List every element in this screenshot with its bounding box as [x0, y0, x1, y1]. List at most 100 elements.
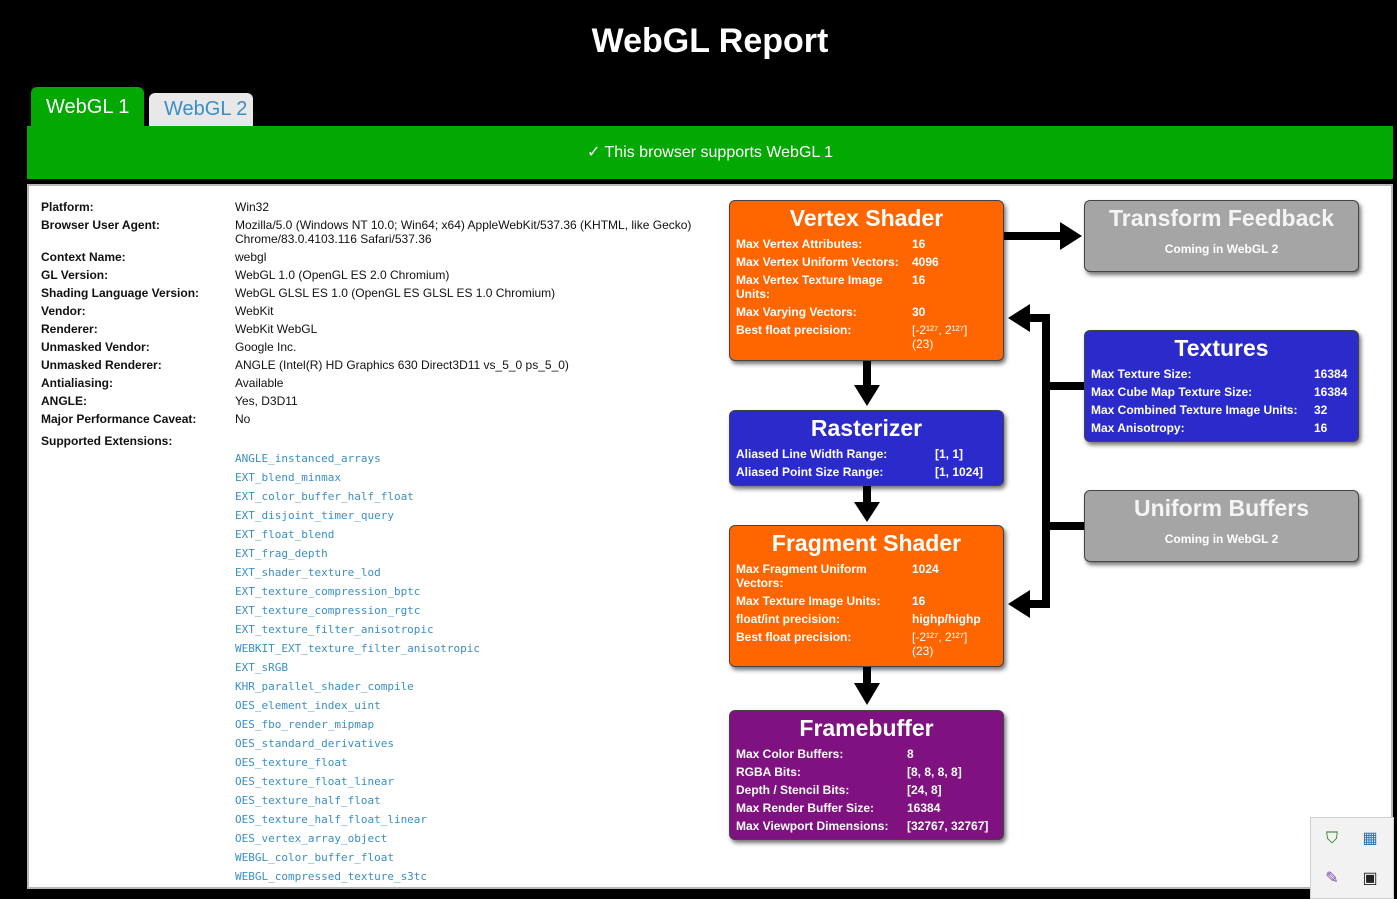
info-value-angle: Yes, D3D11	[235, 394, 298, 408]
fragment-key: Max Texture Image Units:	[736, 594, 881, 608]
info-label-performance-caveat: Major Performance Caveat:	[41, 412, 197, 426]
textures-key: Max Cube Map Texture Size:	[1091, 385, 1253, 399]
textures-title: Textures	[1174, 335, 1269, 361]
textures-value: 16384	[1314, 385, 1348, 399]
vertex-key: Max Vertex Attributes:	[736, 237, 863, 251]
info-label-unmasked-vendor: Unmasked Vendor:	[41, 340, 150, 354]
fragment-key: Best float precision:	[736, 630, 852, 644]
uniform-buffers-title: Uniform Buffers	[1133, 495, 1310, 521]
info-label-user-agent: Browser User Agent:	[41, 218, 160, 232]
info-label-antialiasing: Antialiasing:	[41, 376, 114, 390]
framebuffer-key: RGBA Bits:	[736, 765, 801, 779]
extension-link[interactable]: OES_texture_half_float_linear	[235, 813, 428, 826]
extension-link[interactable]: EXT_texture_filter_anisotropic	[235, 623, 434, 636]
framebuffer-value: 16384	[907, 801, 941, 815]
rasterizer-title: Rasterizer	[810, 415, 923, 441]
info-label-shading-language: Shading Language Version:	[41, 286, 200, 300]
extension-link[interactable]: EXT_shader_texture_lod	[235, 566, 381, 579]
vertex-key: Max Vertex Uniform Vectors:	[736, 255, 899, 269]
framebuffer-box: Framebuffer Max Color Buffers: 8 RGBA Bi…	[729, 710, 1004, 840]
extension-link[interactable]: ANGLE_instanced_arrays	[235, 452, 381, 465]
vertex-shader-box: Vertex Shader Max Vertex Attributes: 16 …	[729, 200, 1004, 361]
extension-link[interactable]: EXT_blend_minmax	[235, 471, 341, 484]
vertex-value: [-2¹²⁷, 2¹²⁷] (23)	[912, 323, 968, 351]
info-value-renderer: WebKit WebGL	[235, 322, 318, 336]
system-tray-popup: ⛉ ▦ ✎ ▣	[1310, 817, 1394, 899]
framebuffer-title: Framebuffer	[799, 715, 934, 741]
epic-games-icon[interactable]: ▣	[1362, 870, 1378, 887]
vertex-value: 16	[912, 237, 926, 251]
transform-feedback-note: Coming in WebGL 2	[1164, 242, 1279, 256]
framebuffer-value: [8, 8, 8, 8]	[907, 765, 962, 779]
info-value-user-agent: Mozilla/5.0 (Windows NT 10.0; Win64; x64…	[235, 218, 692, 246]
info-label-extensions: Supported Extensions:	[41, 434, 173, 448]
rasterizer-value: [1, 1024]	[935, 465, 984, 479]
extension-link[interactable]: EXT_sRGB	[235, 661, 288, 674]
info-label-vendor: Vendor:	[41, 304, 86, 318]
framebuffer-value: [24, 8]	[907, 783, 942, 797]
rasterizer-key: Aliased Point Size Range:	[736, 465, 884, 479]
framebuffer-value: 8	[907, 747, 914, 761]
rasterizer-value: [1, 1]	[935, 447, 964, 461]
textures-value: 32	[1314, 403, 1328, 417]
vertex-key: Max Varying Vectors:	[736, 305, 857, 319]
tab-webgl-2[interactable]: WebGL 2	[149, 93, 253, 126]
extension-link[interactable]: EXT_texture_compression_rgtc	[235, 604, 421, 617]
info-value-unmasked-renderer: ANGLE (Intel(R) HD Graphics 630 Direct3D…	[235, 358, 569, 372]
extension-link[interactable]: OES_vertex_array_object	[235, 832, 388, 845]
fragment-value: 16	[912, 594, 926, 608]
extension-link[interactable]: EXT_float_blend	[235, 528, 335, 541]
fragment-value: 1024	[912, 562, 939, 576]
textures-key: Max Anisotropy:	[1091, 421, 1185, 435]
info-value-gl-version: WebGL 1.0 (OpenGL ES 2.0 Chromium)	[235, 268, 450, 282]
network-icon[interactable]: ▦	[1362, 830, 1378, 847]
support-banner: ✓ This browser supports WebGL 1	[27, 126, 1393, 179]
extension-link[interactable]: WEBKIT_EXT_texture_filter_anisotropic	[235, 642, 481, 655]
framebuffer-key: Max Render Buffer Size:	[736, 801, 875, 815]
extension-link[interactable]: OES_fbo_render_mipmap	[235, 718, 375, 731]
info-label-context-name: Context Name:	[41, 250, 126, 264]
tab-webgl-1[interactable]: WebGL 1	[31, 87, 144, 127]
extension-link[interactable]: WEBGL_color_buffer_float	[235, 851, 394, 864]
fragment-shader-box: Fragment Shader Max Fragment Uniform Vec…	[729, 525, 1004, 667]
pen-icon[interactable]: ✎	[1325, 870, 1339, 887]
extension-link[interactable]: OES_texture_float	[235, 756, 348, 769]
extension-link[interactable]: OES_texture_half_float	[235, 794, 381, 807]
uniform-buffers-note: Coming in WebGL 2	[1164, 532, 1279, 546]
info-value-vendor: WebKit	[235, 304, 274, 318]
info-label-gl-version: GL Version:	[41, 268, 109, 282]
textures-value: 16	[1314, 421, 1328, 435]
info-label-renderer: Renderer:	[41, 322, 98, 336]
rasterizer-box: Rasterizer Aliased Line Width Range: [1,…	[729, 410, 1004, 486]
info-value-unmasked-vendor: Google Inc.	[235, 340, 297, 354]
textures-key: Max Texture Size:	[1091, 367, 1192, 381]
fragment-key: Max Fragment Uniform Vectors:	[736, 562, 867, 590]
info-label-platform: Platform:	[41, 200, 94, 214]
extension-link[interactable]: EXT_color_buffer_half_float	[235, 490, 414, 503]
info-value-context-name: webgl	[235, 250, 267, 264]
vertex-key: Best float precision:	[736, 323, 852, 337]
shield-icon[interactable]: ⛉	[1325, 830, 1338, 847]
fragment-value: highp/highp	[912, 612, 981, 626]
fragment-shader-title: Fragment Shader	[771, 530, 962, 556]
vertex-key: Max Vertex Texture Image Units:	[736, 273, 883, 301]
extension-link[interactable]: OES_texture_float_linear	[235, 775, 394, 788]
extension-link[interactable]: WEBGL_compressed_texture_s3tc	[235, 870, 428, 883]
vertex-value: 30	[912, 305, 926, 319]
uniform-buffers-box: Uniform Buffers Coming in WebGL 2	[1084, 490, 1359, 562]
transform-feedback-box: Transform Feedback Coming in WebGL 2	[1084, 200, 1359, 272]
info-label-angle: ANGLE:	[41, 394, 87, 408]
extension-link[interactable]: EXT_frag_depth	[235, 547, 328, 560]
extension-link[interactable]: EXT_disjoint_timer_query	[235, 509, 394, 522]
info-value-performance-caveat: No	[235, 412, 251, 426]
extension-link[interactable]: OES_element_index_uint	[235, 699, 381, 712]
framebuffer-key: Max Color Buffers:	[736, 747, 844, 761]
vertex-value: 4096	[912, 255, 939, 269]
extension-link[interactable]: EXT_texture_compression_bptc	[235, 585, 421, 598]
textures-key: Max Combined Texture Image Units:	[1091, 403, 1298, 417]
framebuffer-value: [32767, 32767]	[907, 819, 989, 833]
transform-feedback-title: Transform Feedback	[1109, 205, 1334, 231]
page-title: WebGL Report	[591, 22, 829, 60]
extension-link[interactable]: KHR_parallel_shader_compile	[235, 680, 414, 693]
extension-link[interactable]: OES_standard_derivatives	[235, 737, 394, 750]
